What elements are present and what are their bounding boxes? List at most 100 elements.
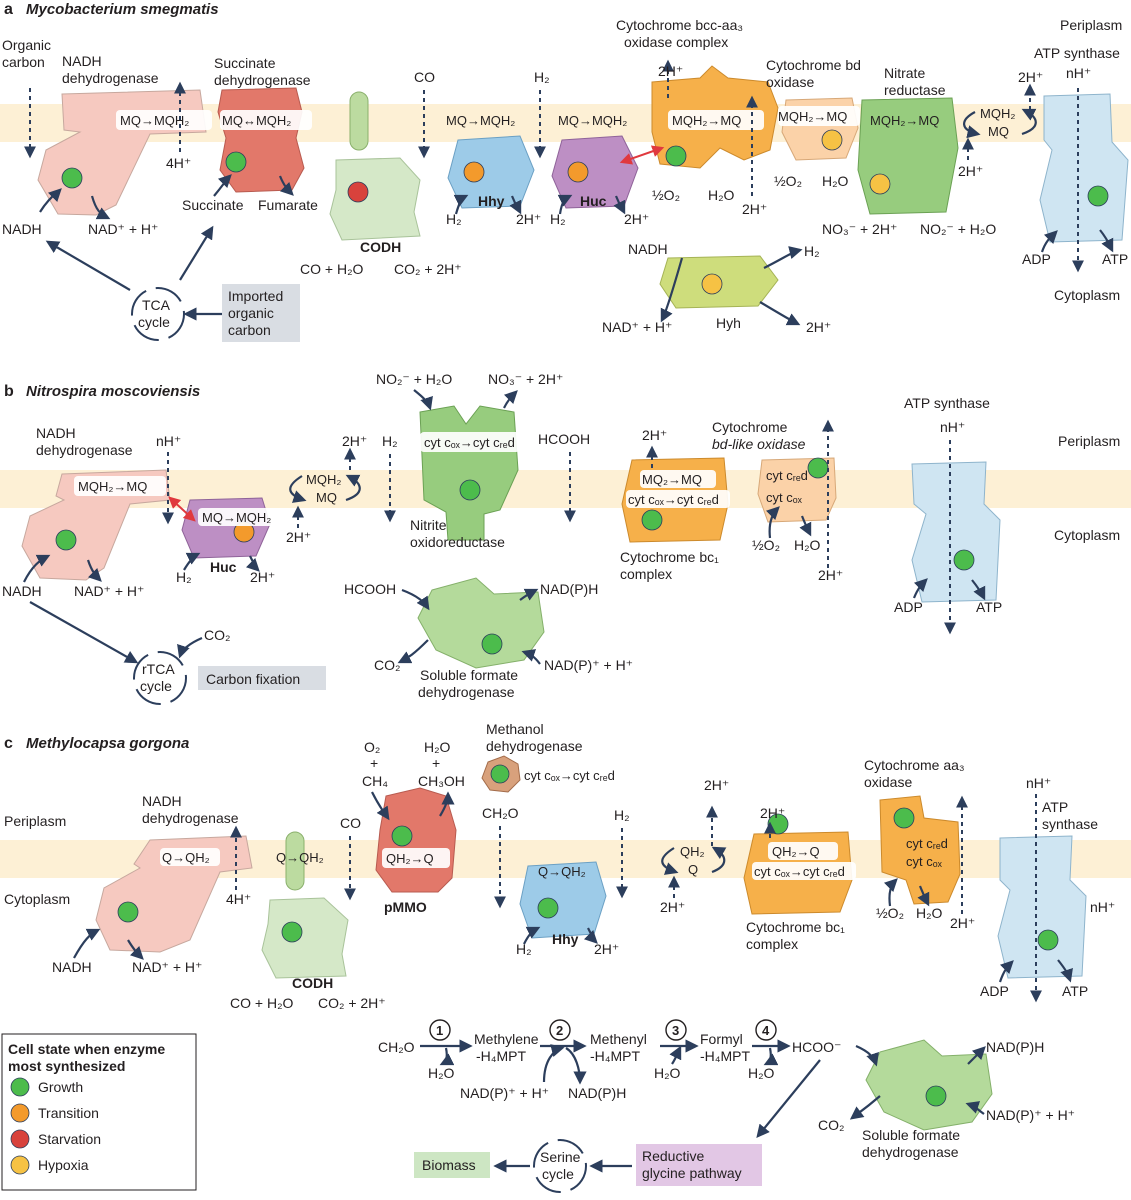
arrow-ch4-pmmo bbox=[371, 791, 390, 821]
legend-swatch-transition bbox=[10, 1103, 30, 1123]
tca-cycle-ring bbox=[131, 287, 185, 341]
mq-mqh2-a2: MQ↔MQH₂ bbox=[222, 113, 291, 128]
h2o-a2: H₂O bbox=[822, 173, 849, 189]
legend-swatch-starvation bbox=[10, 1129, 30, 1149]
periplasm-c: Periplasm bbox=[4, 813, 66, 829]
codh-a bbox=[329, 157, 421, 241]
cyt-c-ox-c: cyt cₒₓ bbox=[906, 854, 943, 869]
codh-a-label: CODH bbox=[360, 239, 401, 255]
arrow-nxr-in bbox=[413, 389, 433, 411]
arrow-atp-c bbox=[1057, 959, 1073, 983]
dot-pmmo bbox=[391, 825, 413, 847]
dot-nadh-dh-c bbox=[117, 901, 139, 923]
arrow-atp-a bbox=[1099, 229, 1114, 253]
pill-b1 bbox=[74, 476, 166, 496]
nadh-a: NADH bbox=[2, 221, 42, 237]
cycle-qh2-c: QH₂ bbox=[680, 844, 705, 859]
arrow-fumarate bbox=[278, 175, 294, 196]
two-h-nitrate: 2H⁺ bbox=[958, 163, 983, 179]
nh-atp-b: nH⁺ bbox=[940, 419, 965, 435]
dot-atp-c bbox=[1037, 929, 1059, 951]
mq-mqh2-a4: MQ→MQH₂ bbox=[558, 113, 627, 128]
cycle-2h-bottom-b: 2H⁺ bbox=[286, 529, 311, 545]
dot-atp-a bbox=[1087, 185, 1109, 207]
two-h-hhy-c: 2H⁺ bbox=[594, 941, 619, 957]
panel-c-organism: Methylocapsa gorgona bbox=[26, 735, 189, 752]
h2-huc-b: H₂ bbox=[176, 569, 192, 585]
dot-codh-a bbox=[347, 181, 369, 203]
four-h-c: 4H⁺ bbox=[226, 891, 251, 907]
h2o-b: H₂O bbox=[794, 537, 821, 553]
ch4-c: CH₄ bbox=[362, 773, 388, 789]
sfdh-b bbox=[417, 577, 545, 669]
arrow-aa3-h2o bbox=[917, 885, 930, 907]
arrow-step4-h2o bbox=[763, 1047, 779, 1066]
arrow-co2-b bbox=[397, 639, 429, 664]
arrow-sfdh-co2 bbox=[849, 1095, 881, 1120]
path-h2o-1: H₂O bbox=[428, 1065, 455, 1081]
half-o2-a2: ½O₂ bbox=[774, 173, 802, 189]
sfdh-c bbox=[865, 1039, 993, 1131]
pmmo bbox=[375, 787, 457, 893]
mq-mqh2-huc-b: MQ→MQH₂ bbox=[202, 510, 271, 525]
cycle-q-c: Q bbox=[688, 862, 698, 877]
nadp-plus-b: NAD(P)⁺ + H⁺ bbox=[544, 657, 633, 673]
adp-c: ADP bbox=[980, 983, 1009, 999]
reductive-box bbox=[636, 1144, 762, 1186]
ch3oh-c: CH₃OH bbox=[418, 773, 465, 789]
qh2-q-bc1: QH₂→Q bbox=[772, 844, 820, 859]
step1: 1 bbox=[436, 1023, 443, 1038]
arrow-nad-a bbox=[90, 195, 111, 220]
mq-mqh2-a1: MQ→MQH₂ bbox=[120, 113, 189, 128]
atp-synthase-a bbox=[1039, 93, 1129, 243]
h2-hhy-a: H₂ bbox=[446, 211, 462, 227]
legend-label-starvation: Starvation bbox=[38, 1131, 101, 1147]
path-h2o-4: H₂O bbox=[748, 1065, 775, 1081]
atp-synthase-c bbox=[997, 835, 1087, 979]
arrow-adp-b bbox=[912, 578, 928, 599]
h2-huc-a: H₂ bbox=[550, 211, 566, 227]
dot-nadh-dh-a bbox=[61, 167, 83, 189]
co2-b: CO₂ bbox=[374, 657, 400, 673]
q-qh2-hhy-c: Q→QH₂ bbox=[538, 864, 586, 879]
mq-mqh2-a3: MQ→MQH₂ bbox=[446, 113, 515, 128]
carbon-fixation-box bbox=[198, 666, 326, 690]
legend-swatch-hypoxia bbox=[10, 1155, 30, 1175]
carbon-fixation-label: Carbon fixation bbox=[206, 671, 300, 687]
path-ch2o: CH₂O bbox=[378, 1039, 415, 1055]
nadh-c: NADH bbox=[52, 959, 92, 975]
pill-a2 bbox=[220, 110, 312, 130]
huc-b bbox=[181, 497, 271, 559]
arrow-huc-2h bbox=[613, 195, 626, 215]
cycle-mq-a: MQ bbox=[988, 124, 1009, 139]
codh-a-anchor bbox=[349, 91, 369, 151]
path-h2o-3: H₂O bbox=[654, 1065, 681, 1081]
two-h-huc-b: 2H⁺ bbox=[250, 569, 275, 585]
methylene: Methylene-H₄MPT bbox=[474, 1031, 539, 1064]
atp-synthase-a-label: ATP synthase bbox=[1034, 45, 1120, 61]
dot-nadh-dh-b bbox=[55, 529, 77, 551]
cyt-bc1-b: cyt cₒₓ→cyt cᵣₑd bbox=[628, 492, 719, 507]
pill-bc1-b2 bbox=[626, 490, 730, 508]
hyh-h2: H₂ bbox=[804, 243, 820, 259]
atp-c: ATP bbox=[1062, 983, 1088, 999]
arrow-succinate bbox=[213, 174, 232, 197]
dot-aa3 bbox=[893, 807, 915, 829]
qh2-q-pmmo: QH₂→Q bbox=[386, 851, 434, 866]
hyh-nad: NAD⁺ + H⁺ bbox=[602, 319, 672, 335]
hcooh-b: HCOOH bbox=[344, 581, 396, 597]
cycle-mq-b: MQ bbox=[316, 490, 337, 505]
atp-synthase-b bbox=[911, 461, 1001, 603]
arrow-hhy-2h bbox=[509, 195, 522, 215]
legend-label-transition: Transition bbox=[38, 1105, 99, 1121]
h2o-c: H₂O bbox=[424, 739, 451, 755]
arrow-bd-o2 bbox=[765, 506, 780, 539]
half-o2-c: ½O₂ bbox=[876, 905, 904, 921]
arrow-adp-c bbox=[998, 960, 1014, 983]
